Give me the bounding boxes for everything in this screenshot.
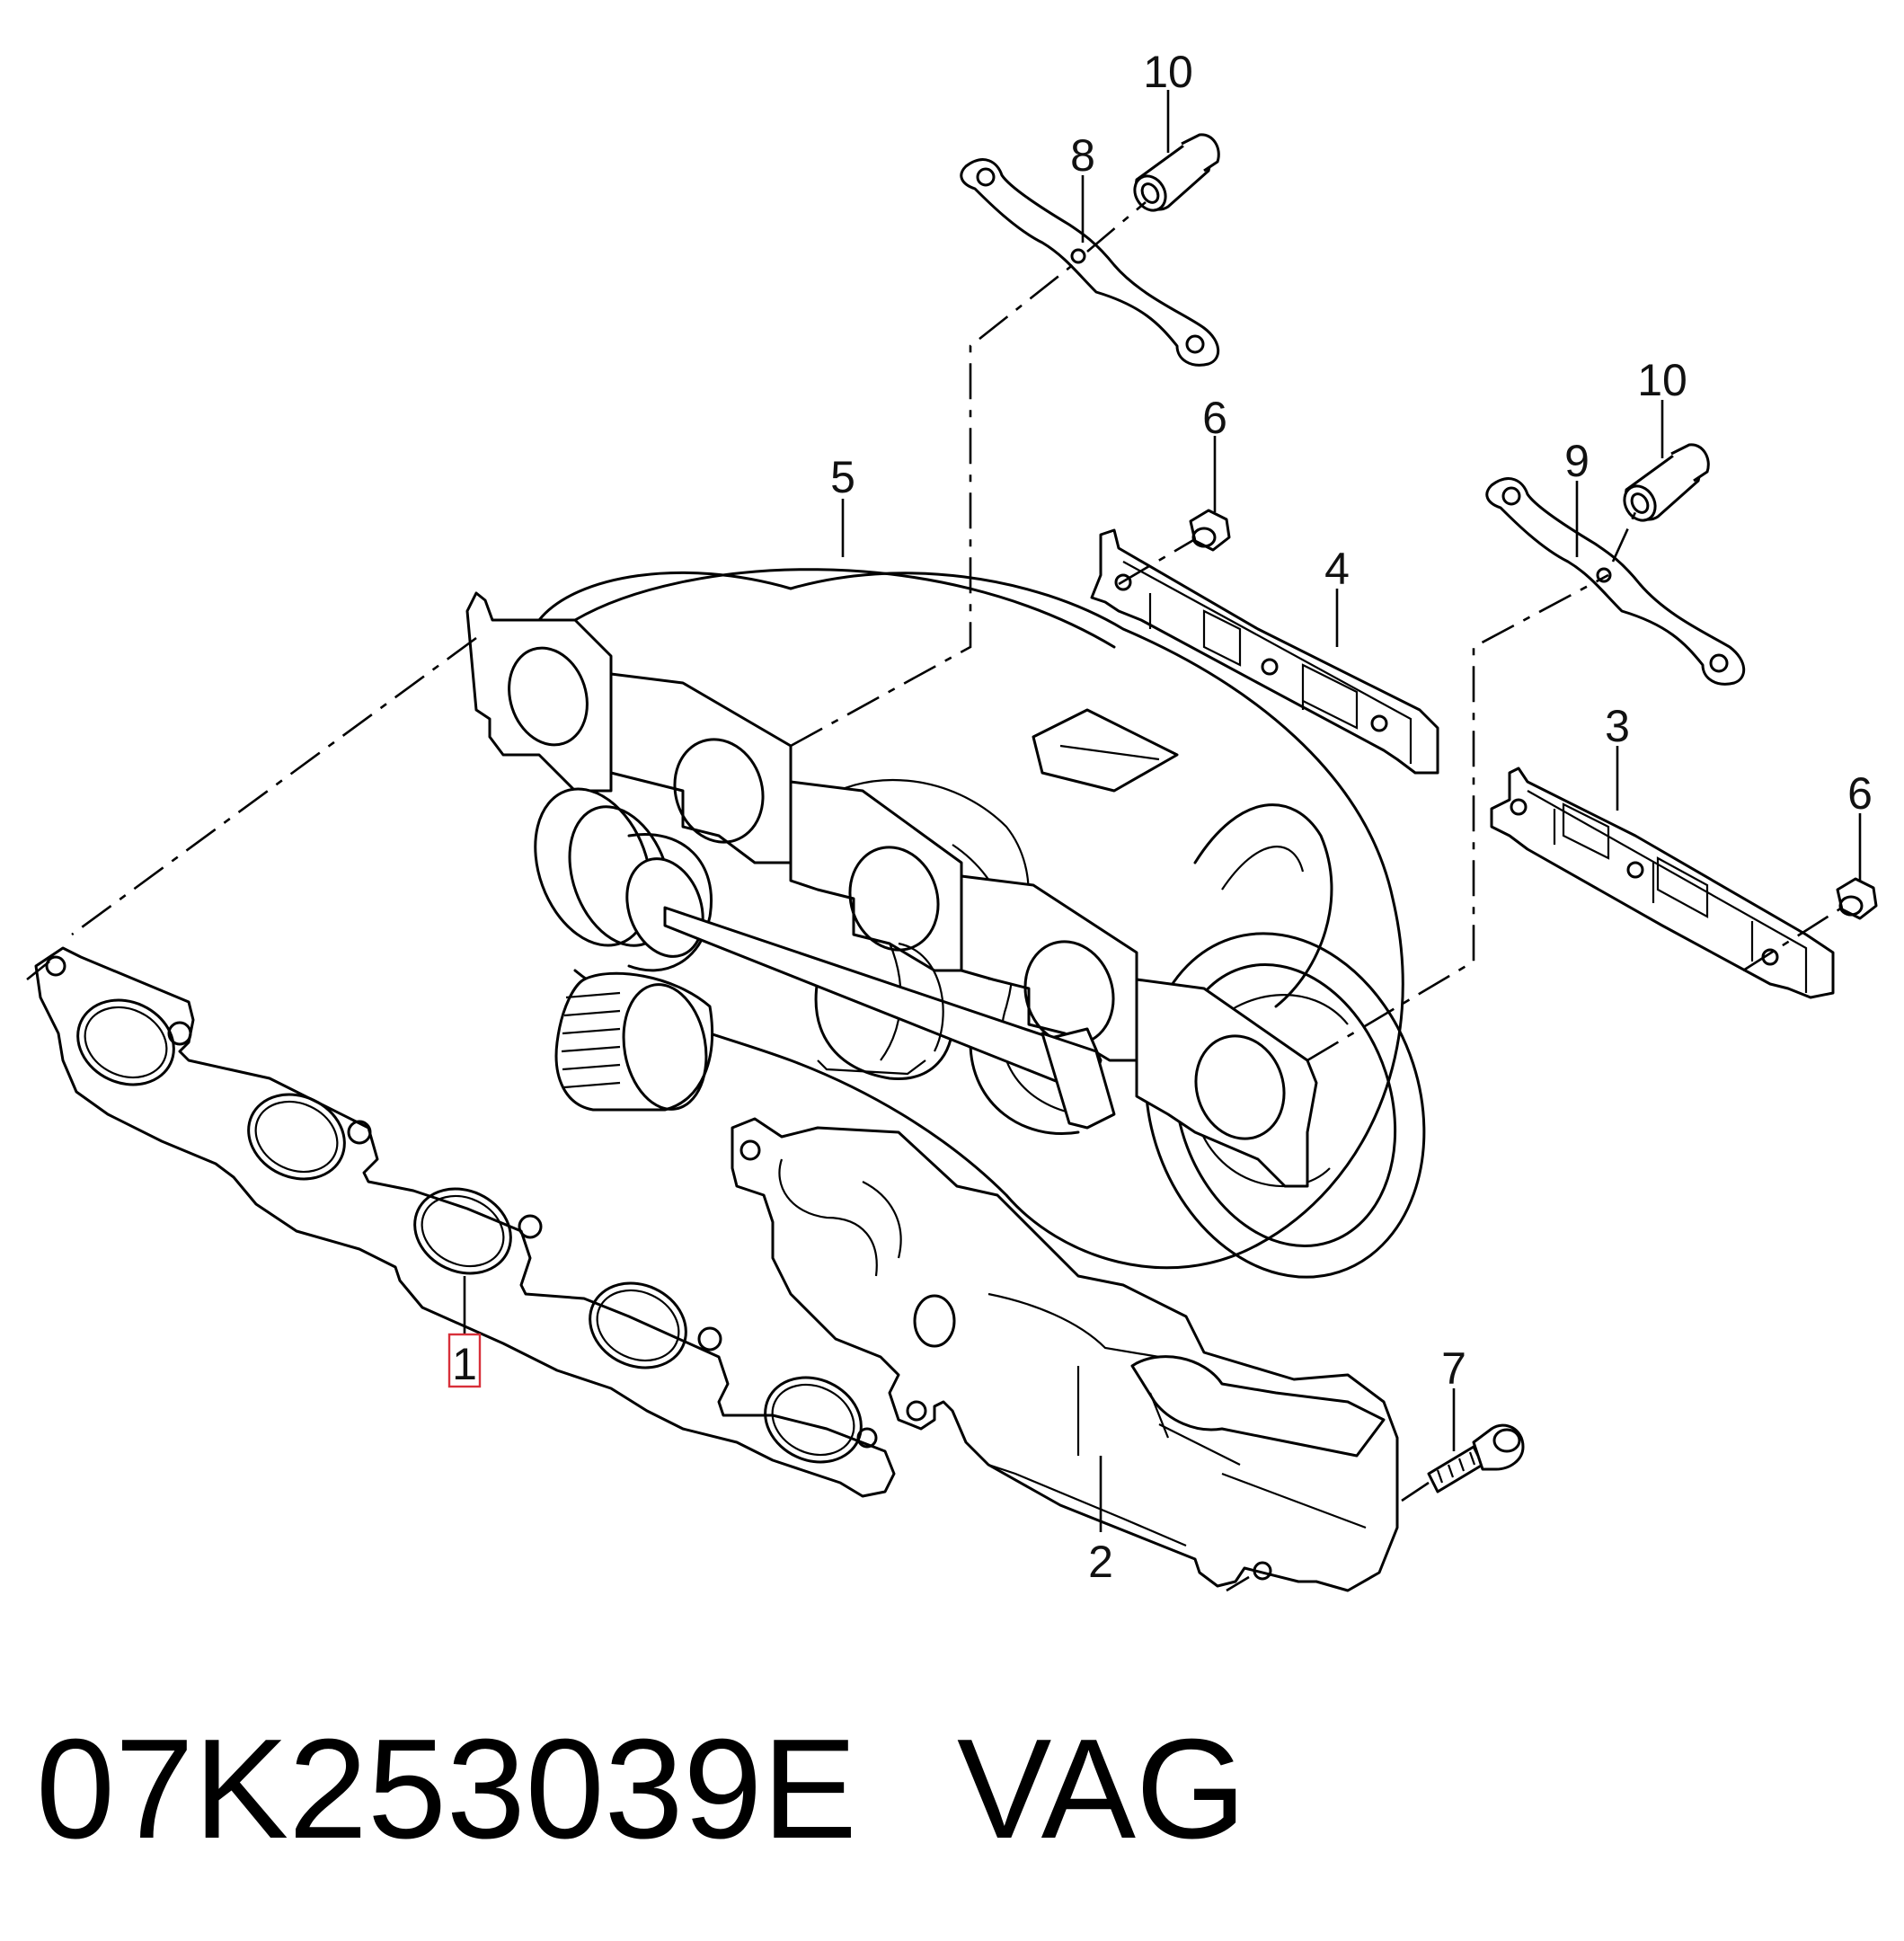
- callout-10b: 10: [1637, 355, 1687, 405]
- callout-1: 1: [452, 1339, 477, 1389]
- callout-4: 4: [1324, 544, 1350, 594]
- callout-6b: 6: [1847, 768, 1873, 819]
- manifold-flange: [465, 591, 1318, 1188]
- callout-9: 9: [1564, 436, 1590, 486]
- callout-1-highlight: [447, 1333, 482, 1388]
- gasket-8: [960, 158, 1220, 367]
- nut-6a: [1189, 509, 1231, 552]
- leader-lines: [463, 90, 1862, 1532]
- callout-10a: 10: [1143, 47, 1193, 97]
- exhaust-manifold-gasket: [34, 946, 896, 1498]
- bushing-10b: [1623, 443, 1710, 522]
- part-number: 07K253039E: [36, 1710, 857, 1868]
- caption: 07K253039E VAG: [36, 1710, 1246, 1868]
- bolt-7: [1427, 1423, 1525, 1493]
- nut-6b: [1836, 877, 1878, 920]
- callout-labels: 1 2 3 4 5 6 6 7 8 9 10 10: [447, 47, 1873, 1587]
- gasket-9: [1485, 477, 1746, 686]
- heat-shield: [731, 1117, 1399, 1592]
- compressor-outlet-pipe: [534, 787, 1116, 1130]
- assembly-lines: [26, 201, 1843, 1592]
- callout-3: 3: [1605, 701, 1630, 751]
- callout-5: 5: [830, 452, 855, 502]
- callout-2: 2: [1088, 1537, 1113, 1587]
- bushing-10a: [1133, 133, 1220, 212]
- exhaust-manifold-turbocharger: [537, 568, 1426, 1279]
- callout-7: 7: [1441, 1343, 1466, 1394]
- upper-bracket: [1090, 528, 1439, 775]
- lower-bracket: [1490, 767, 1835, 999]
- callout-8: 8: [1070, 130, 1095, 181]
- brand-label: VAG: [957, 1710, 1246, 1868]
- callout-6a: 6: [1202, 393, 1227, 443]
